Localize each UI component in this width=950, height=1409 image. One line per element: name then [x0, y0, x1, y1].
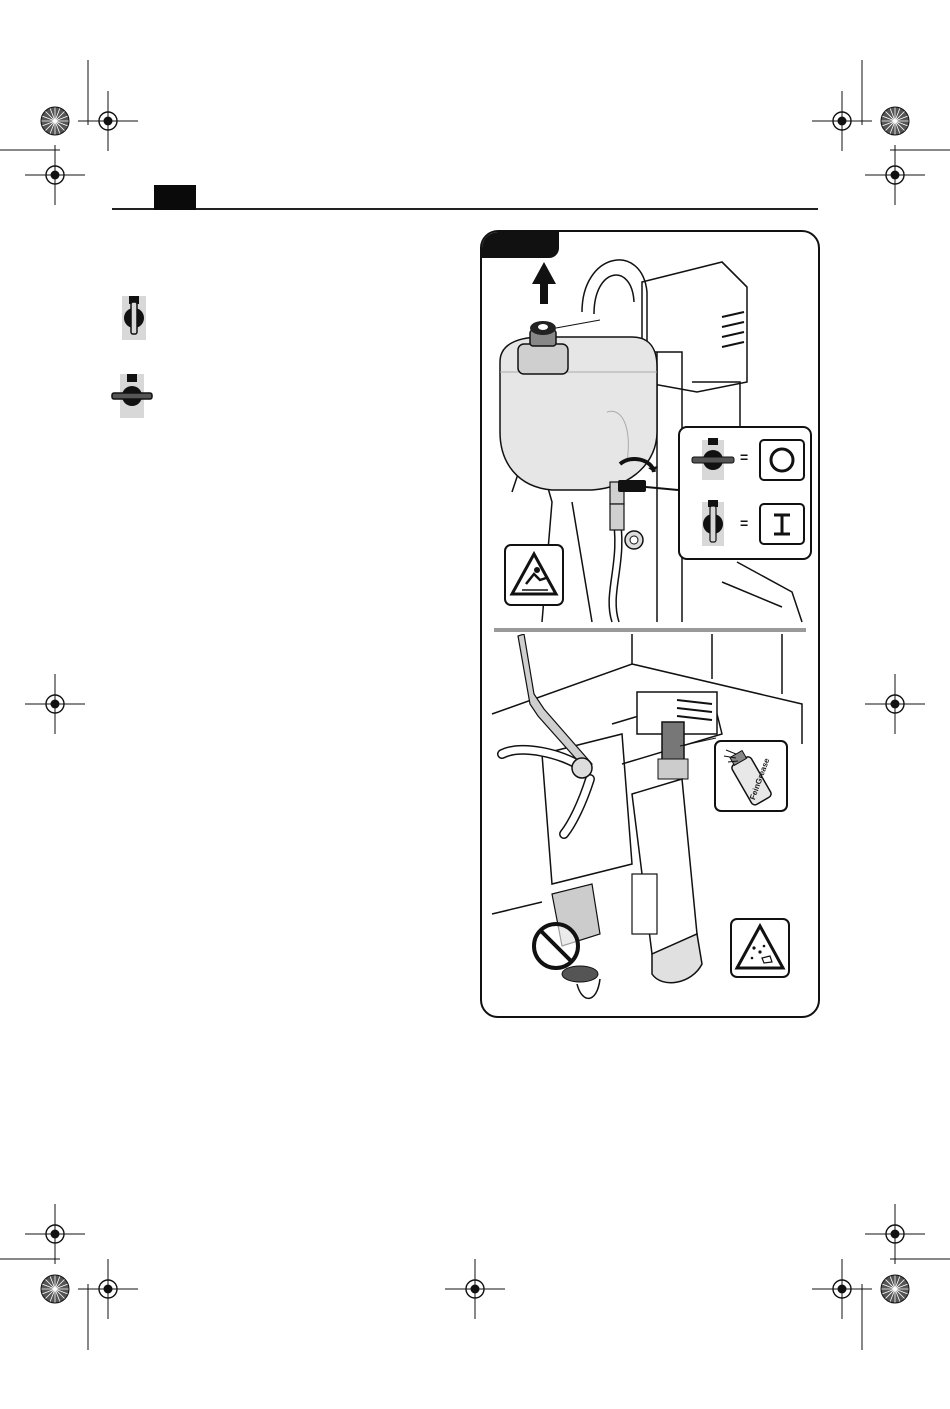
debris-hazard-warning-icon — [730, 918, 790, 978]
panel-divider — [494, 628, 806, 632]
equals-sign-2: = — [740, 515, 748, 531]
equals-sign-1: = — [740, 449, 748, 465]
valve-horizontal-icon — [110, 374, 154, 418]
header-rule — [112, 208, 818, 210]
valve-state-callout — [678, 426, 812, 560]
figure-frame: = = — [480, 230, 820, 1018]
valve-vertical-icon — [114, 296, 154, 340]
page-tab — [154, 185, 196, 210]
grease-spray-callout — [714, 740, 788, 812]
prohibited-icon — [530, 920, 582, 972]
slip-hazard-warning-icon — [504, 544, 564, 606]
